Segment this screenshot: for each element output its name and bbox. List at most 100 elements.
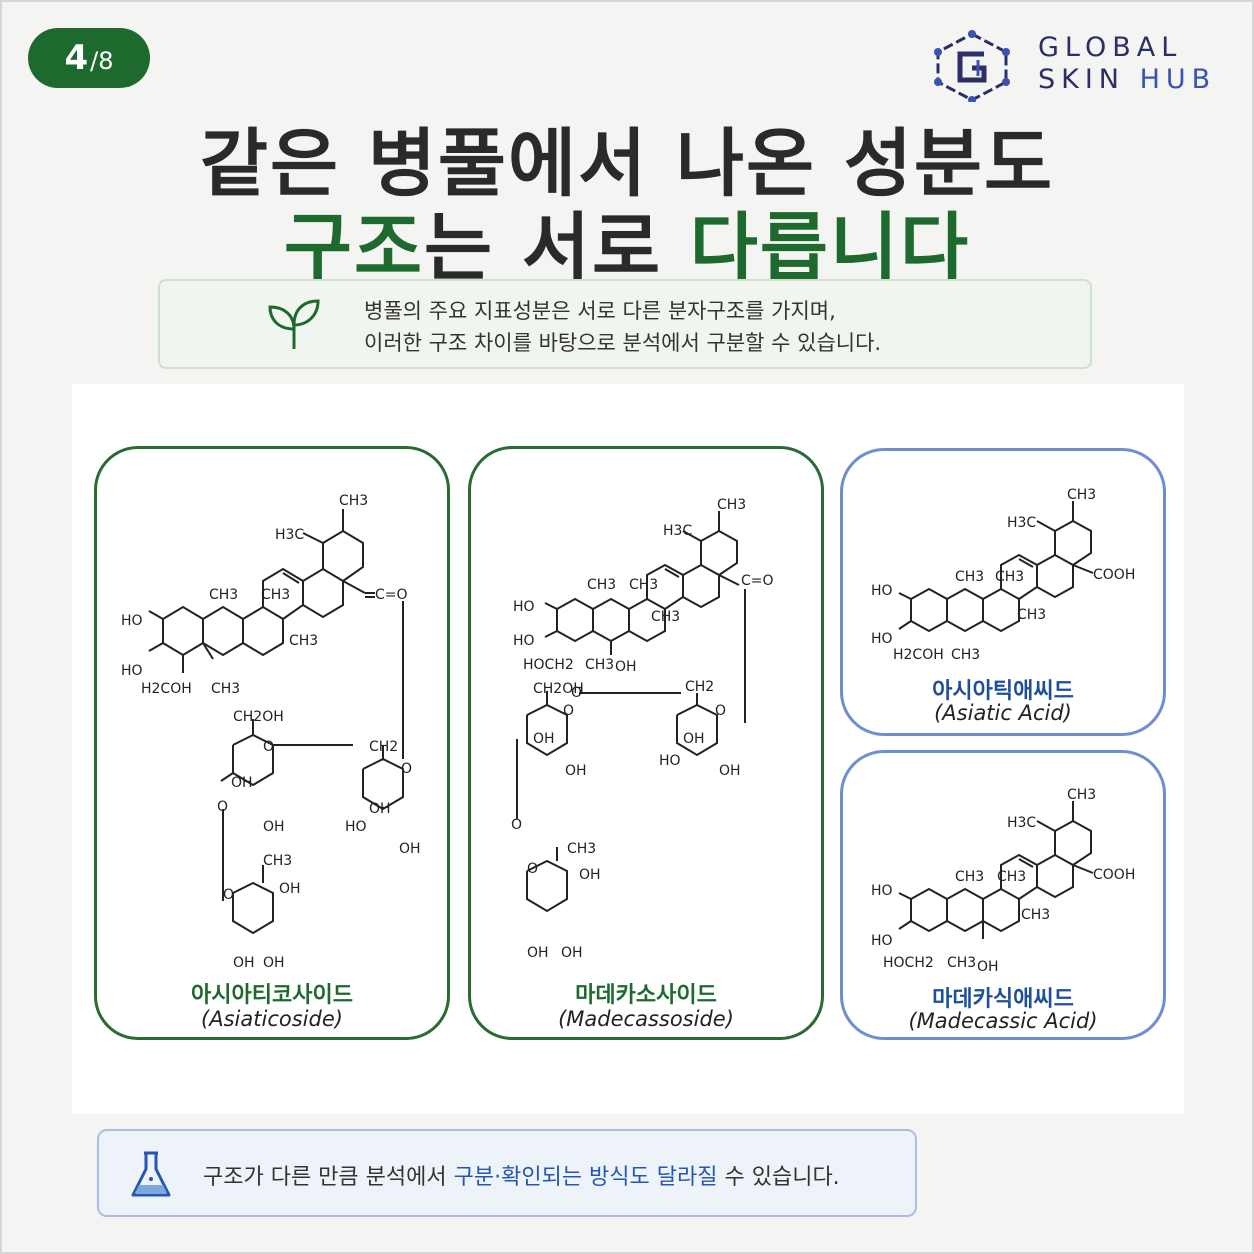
svg-text:O: O bbox=[563, 703, 574, 719]
info-box: 병풀의 주요 지표성분은 서로 다른 분자구조를 가지며, 이러한 구조 차이를… bbox=[158, 279, 1092, 369]
svg-text:OH: OH bbox=[263, 955, 285, 971]
svg-text:OH: OH bbox=[615, 659, 637, 675]
svg-text:HO: HO bbox=[513, 633, 535, 649]
svg-text:CH3: CH3 bbox=[629, 577, 658, 593]
svg-text:HO: HO bbox=[513, 599, 535, 615]
svg-text:HO: HO bbox=[871, 933, 893, 949]
asiaticoside-structure: CH3 H3C HO HO H2COH CH3 CH3 CH3 CH3 C=O … bbox=[121, 493, 421, 971]
svg-text:O: O bbox=[401, 761, 412, 777]
svg-text:OH: OH bbox=[527, 945, 549, 961]
svg-text:OH: OH bbox=[719, 763, 741, 779]
svg-text:CH3: CH3 bbox=[951, 647, 980, 663]
madecassic-acid-structure: CH3 H3C COOH HO HO HOCH2 CH3 OH CH3 CH3 … bbox=[871, 787, 1135, 975]
svg-text:OH: OH bbox=[231, 775, 253, 791]
compound-latin-asiatic-acid: (Asiatic Acid) bbox=[934, 701, 1072, 725]
svg-text:OH: OH bbox=[565, 763, 587, 779]
svg-text:CH3: CH3 bbox=[209, 587, 238, 603]
svg-text:O: O bbox=[527, 861, 538, 877]
svg-text:O: O bbox=[223, 887, 234, 903]
svg-text:OH: OH bbox=[233, 955, 255, 971]
svg-text:CH2OH: CH2OH bbox=[233, 709, 284, 725]
svg-text:CH2: CH2 bbox=[369, 739, 398, 755]
svg-text:CH3: CH3 bbox=[997, 869, 1026, 885]
svg-text:OH: OH bbox=[399, 841, 421, 857]
svg-text:O: O bbox=[571, 685, 582, 701]
svg-text:C=O: C=O bbox=[741, 573, 774, 589]
headline-highlight-different: 다릅니다 bbox=[689, 205, 971, 291]
svg-text:H3C: H3C bbox=[1007, 515, 1036, 531]
svg-text:COOH: COOH bbox=[1093, 867, 1135, 883]
info-text: 병풀의 주요 지표성분은 서로 다른 분자구조를 가지며, 이러한 구조 차이를… bbox=[364, 299, 882, 355]
card-madecassic-acid: CH3 H3C COOH HO HO HOCH2 CH3 OH CH3 CH3 … bbox=[840, 750, 1166, 1040]
svg-text:HO: HO bbox=[345, 819, 367, 835]
svg-text:CH2: CH2 bbox=[685, 679, 714, 695]
svg-text:O: O bbox=[511, 817, 522, 833]
svg-text:H3C: H3C bbox=[663, 523, 692, 539]
compound-name-asiatic-acid: 아시아틱애씨드 bbox=[932, 679, 1074, 704]
global-skin-hub-logo: GLOBAL SKIN HUB bbox=[930, 30, 1230, 102]
svg-text:CH3: CH3 bbox=[587, 577, 616, 593]
compound-latin-asiaticoside: (Asiaticoside) bbox=[201, 1007, 343, 1031]
svg-text:H3C: H3C bbox=[275, 527, 304, 543]
svg-text:HO: HO bbox=[871, 631, 893, 647]
svg-text:COOH: COOH bbox=[1093, 567, 1135, 583]
svg-text:OH: OH bbox=[579, 867, 601, 883]
bottom-note-text: 구조가 다른 만큼 분석에서 구분·확인되는 방식도 달라질 수 있습니다. bbox=[203, 1165, 840, 1190]
svg-text:OH: OH bbox=[369, 801, 391, 817]
svg-text:CH3: CH3 bbox=[955, 869, 984, 885]
compound-name-madecassic-acid: 마데카식애씨드 bbox=[932, 987, 1074, 1012]
madecassoside-structure: CH3 H3C HO HO HOCH2 CH3 OH CH3 CH3 CH3 C… bbox=[511, 497, 774, 961]
svg-text:CH3: CH3 bbox=[1021, 907, 1050, 923]
page-current: 4 bbox=[64, 38, 89, 78]
svg-text:CH3: CH3 bbox=[717, 497, 746, 513]
svg-text:OH: OH bbox=[683, 731, 705, 747]
svg-text:HOCH2: HOCH2 bbox=[883, 955, 934, 971]
svg-text:HO: HO bbox=[871, 583, 893, 599]
compound-name-madecassoside: 마데카소사이드 bbox=[575, 983, 717, 1008]
svg-text:CH3: CH3 bbox=[955, 569, 984, 585]
svg-text:CH3: CH3 bbox=[995, 569, 1024, 585]
svg-text:O: O bbox=[217, 799, 228, 815]
svg-text:CH3: CH3 bbox=[585, 657, 614, 673]
logo-text-global: GLOBAL bbox=[1038, 32, 1183, 63]
svg-text:HO: HO bbox=[871, 883, 893, 899]
asiatic-acid-structure: CH3 H3C COOH HO HO H2COH CH3 CH3 CH3 CH3 bbox=[871, 487, 1135, 663]
svg-text:HOCH2: HOCH2 bbox=[523, 657, 574, 673]
svg-text:OH: OH bbox=[977, 959, 999, 975]
svg-text:HO: HO bbox=[659, 753, 681, 769]
svg-text:H2COH: H2COH bbox=[141, 681, 192, 697]
svg-text:CH3: CH3 bbox=[1067, 487, 1096, 503]
card-asiatic-acid: CH3 H3C COOH HO HO H2COH CH3 CH3 CH3 CH3… bbox=[840, 448, 1166, 736]
page-total: /8 bbox=[90, 47, 114, 75]
svg-text:CH3: CH3 bbox=[289, 633, 318, 649]
svg-text:O: O bbox=[263, 739, 274, 755]
svg-text:CH3: CH3 bbox=[651, 609, 680, 625]
svg-text:C=O: C=O bbox=[375, 587, 408, 603]
card-asiaticoside: CH3 H3C HO HO H2COH CH3 CH3 CH3 CH3 C=O … bbox=[94, 446, 450, 1040]
hexagon-logo-icon bbox=[934, 30, 1010, 102]
bottom-note-box: 구조가 다른 만큼 분석에서 구분·확인되는 방식도 달라질 수 있습니다. bbox=[97, 1129, 917, 1217]
svg-text:HO: HO bbox=[121, 613, 143, 629]
logo-text-skin-hub: SKIN HUB bbox=[1038, 64, 1217, 95]
svg-text:CH2OH: CH2OH bbox=[533, 681, 584, 697]
compound-latin-madecassic-acid: (Madecassic Acid) bbox=[908, 1009, 1098, 1033]
svg-text:CH3: CH3 bbox=[263, 853, 292, 869]
headline-highlight-structure: 구조 bbox=[283, 205, 425, 291]
svg-text:OH: OH bbox=[533, 731, 555, 747]
card-madecassoside: CH3 H3C HO HO HOCH2 CH3 OH CH3 CH3 CH3 C… bbox=[468, 446, 824, 1040]
svg-text:CH3: CH3 bbox=[1067, 787, 1096, 803]
headline-line-2: 구조는 서로 다릅니다 bbox=[283, 205, 971, 291]
svg-text:CH3: CH3 bbox=[947, 955, 976, 971]
headline-line-1: 같은 병풀에서 나온 성분도 bbox=[199, 121, 1055, 207]
svg-text:CH3: CH3 bbox=[339, 493, 368, 509]
svg-text:HO: HO bbox=[121, 663, 143, 679]
svg-text:CH3: CH3 bbox=[567, 841, 596, 857]
leaf-icon bbox=[268, 299, 320, 349]
compound-latin-madecassoside: (Madecassoside) bbox=[558, 1007, 734, 1031]
svg-text:CH3: CH3 bbox=[1017, 607, 1046, 623]
bottom-note-highlight: 구분·확인되는 방식도 달라질 bbox=[453, 1165, 718, 1190]
flask-icon bbox=[131, 1151, 171, 1197]
svg-text:OH: OH bbox=[279, 881, 301, 897]
compound-name-asiaticoside: 아시아티코사이드 bbox=[191, 983, 353, 1008]
